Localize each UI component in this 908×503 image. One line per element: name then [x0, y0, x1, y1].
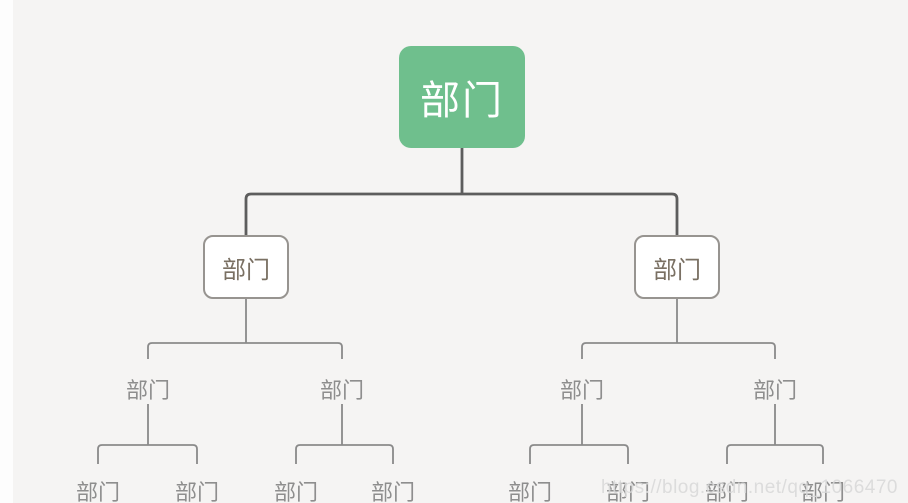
org-node-level4-5: 部门	[507, 480, 553, 503]
org-node-level4-8: 部门	[800, 480, 846, 503]
org-node-root-label: 部门	[420, 79, 504, 123]
org-node-label: 部门	[653, 256, 701, 284]
level1-bar-line	[244, 192, 679, 236]
level3-bar-line	[529, 444, 629, 464]
org-node-level2-right: 部门	[634, 235, 720, 299]
org-node-level3-3: 部门	[559, 378, 605, 403]
org-node-level3-2: 部门	[319, 378, 365, 403]
org-node-level4-4: 部门	[370, 480, 416, 503]
page-left-margin	[0, 0, 13, 503]
org-node-label: 部门	[222, 256, 270, 284]
org-node-level2-left: 部门	[203, 235, 289, 299]
left-level2-bar-line	[147, 342, 343, 359]
org-node-level4-6: 部门	[605, 480, 651, 503]
org-node-level4-2: 部门	[174, 480, 220, 503]
org-node-level4-7: 部门	[704, 480, 750, 503]
level3-bar-line	[97, 444, 198, 464]
org-node-level3-1: 部门	[125, 378, 171, 403]
org-node-level3-4: 部门	[752, 378, 798, 403]
level3-bar-line	[726, 444, 824, 464]
org-node-level4-1: 部门	[75, 480, 121, 503]
level3-bar-line	[295, 444, 394, 464]
org-node-level4-3: 部门	[273, 480, 319, 503]
org-node-root: 部门	[399, 46, 525, 148]
right-level2-bar-line	[581, 342, 776, 359]
